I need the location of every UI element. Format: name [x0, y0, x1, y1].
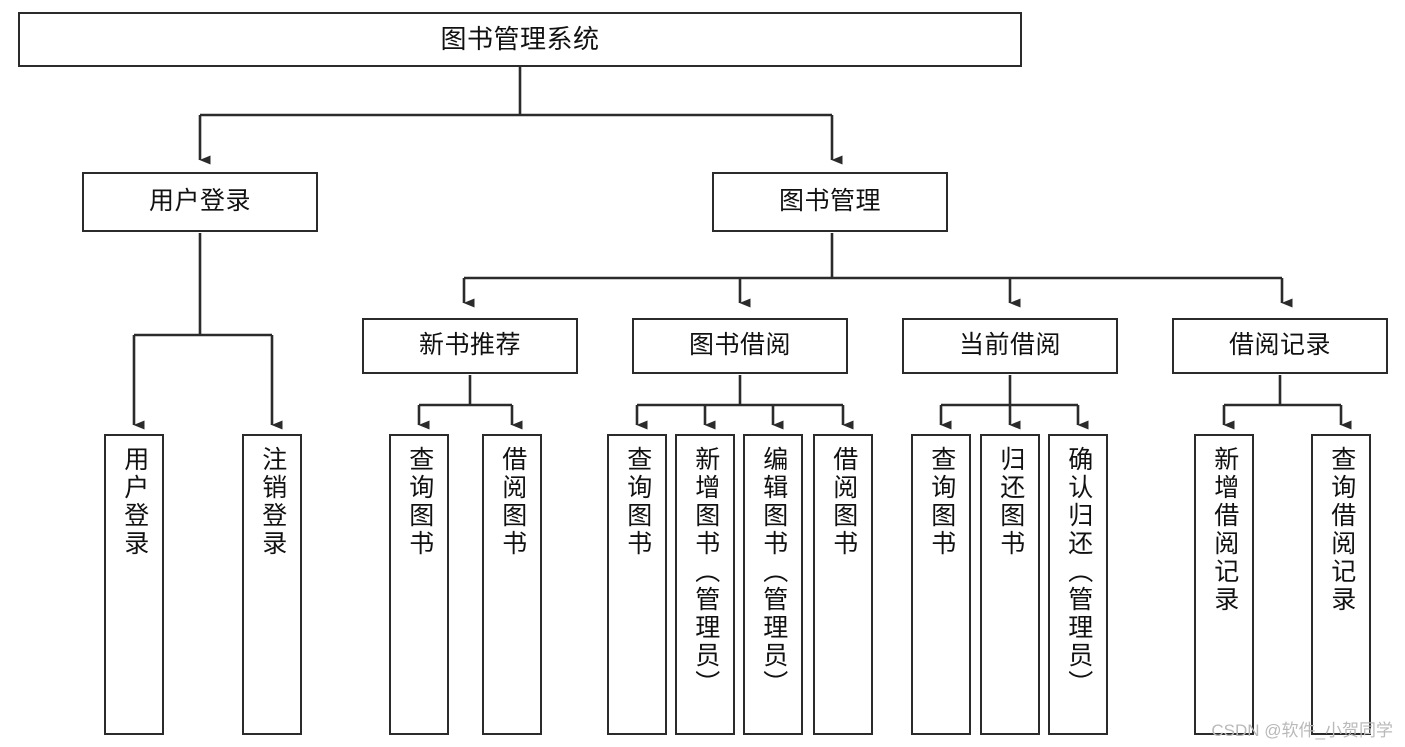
node-new-book-recommend-label: 新书推荐 [418, 331, 521, 360]
node-current-borrow-label: 当前借阅 [958, 331, 1061, 360]
leaf-current-borrow-confirm[interactable]: 确认归还（管理员） [1048, 434, 1108, 735]
node-book-management-label: 图书管理 [778, 187, 881, 216]
leaf-borrow-record-add[interactable]: 新增借阅记录 [1194, 434, 1254, 735]
leaf-current-borrow-confirm-label: 确认归还（管理员） [1064, 446, 1093, 698]
node-borrow-record-label: 借阅记录 [1228, 331, 1331, 360]
leaf-book-borrow-lend[interactable]: 借阅图书 [813, 434, 873, 735]
node-user-login[interactable]: 用户登录 [82, 172, 318, 232]
leaf-new-book-query[interactable]: 查询图书 [389, 434, 449, 735]
node-borrow-record[interactable]: 借阅记录 [1172, 318, 1388, 374]
node-book-borrow[interactable]: 图书借阅 [632, 318, 848, 374]
leaf-book-borrow-lend-label: 借阅图书 [829, 446, 858, 558]
leaf-book-borrow-edit[interactable]: 编辑图书（管理员） [743, 434, 803, 735]
leaf-borrow-record-query[interactable]: 查询借阅记录 [1311, 434, 1371, 735]
leaf-user-login-signin-label: 用户登录 [120, 446, 149, 558]
leaf-current-borrow-query-label: 查询图书 [927, 446, 956, 558]
leaf-new-book-borrow[interactable]: 借阅图书 [482, 434, 542, 735]
node-book-management[interactable]: 图书管理 [712, 172, 948, 232]
leaf-book-borrow-query-label: 查询图书 [623, 446, 652, 558]
leaf-book-borrow-query[interactable]: 查询图书 [607, 434, 667, 735]
leaf-new-book-borrow-label: 借阅图书 [498, 446, 527, 558]
leaf-borrow-record-add-label: 新增借阅记录 [1210, 446, 1239, 614]
leaf-user-login-signout-label: 注销登录 [258, 446, 287, 558]
leaf-current-borrow-return-label: 归还图书 [996, 446, 1025, 558]
node-root[interactable]: 图书管理系统 [18, 12, 1022, 67]
leaf-current-borrow-return[interactable]: 归还图书 [980, 434, 1040, 735]
leaf-new-book-query-label: 查询图书 [405, 446, 434, 558]
leaf-book-borrow-add[interactable]: 新增图书（管理员） [675, 434, 735, 735]
node-root-label: 图书管理系统 [440, 24, 600, 55]
leaf-user-login-signin[interactable]: 用户登录 [104, 434, 164, 735]
node-book-borrow-label: 图书借阅 [688, 331, 791, 360]
watermark-text: CSDN @软件_小贺同学 [1211, 721, 1393, 740]
node-user-login-label: 用户登录 [148, 187, 251, 216]
node-new-book-recommend[interactable]: 新书推荐 [362, 318, 578, 374]
leaf-current-borrow-query[interactable]: 查询图书 [911, 434, 971, 735]
node-current-borrow[interactable]: 当前借阅 [902, 318, 1118, 374]
leaf-borrow-record-query-label: 查询借阅记录 [1327, 446, 1356, 614]
leaf-book-borrow-add-label: 新增图书（管理员） [691, 446, 720, 698]
leaf-book-borrow-edit-label: 编辑图书（管理员） [759, 446, 788, 698]
leaf-user-login-signout[interactable]: 注销登录 [242, 434, 302, 735]
